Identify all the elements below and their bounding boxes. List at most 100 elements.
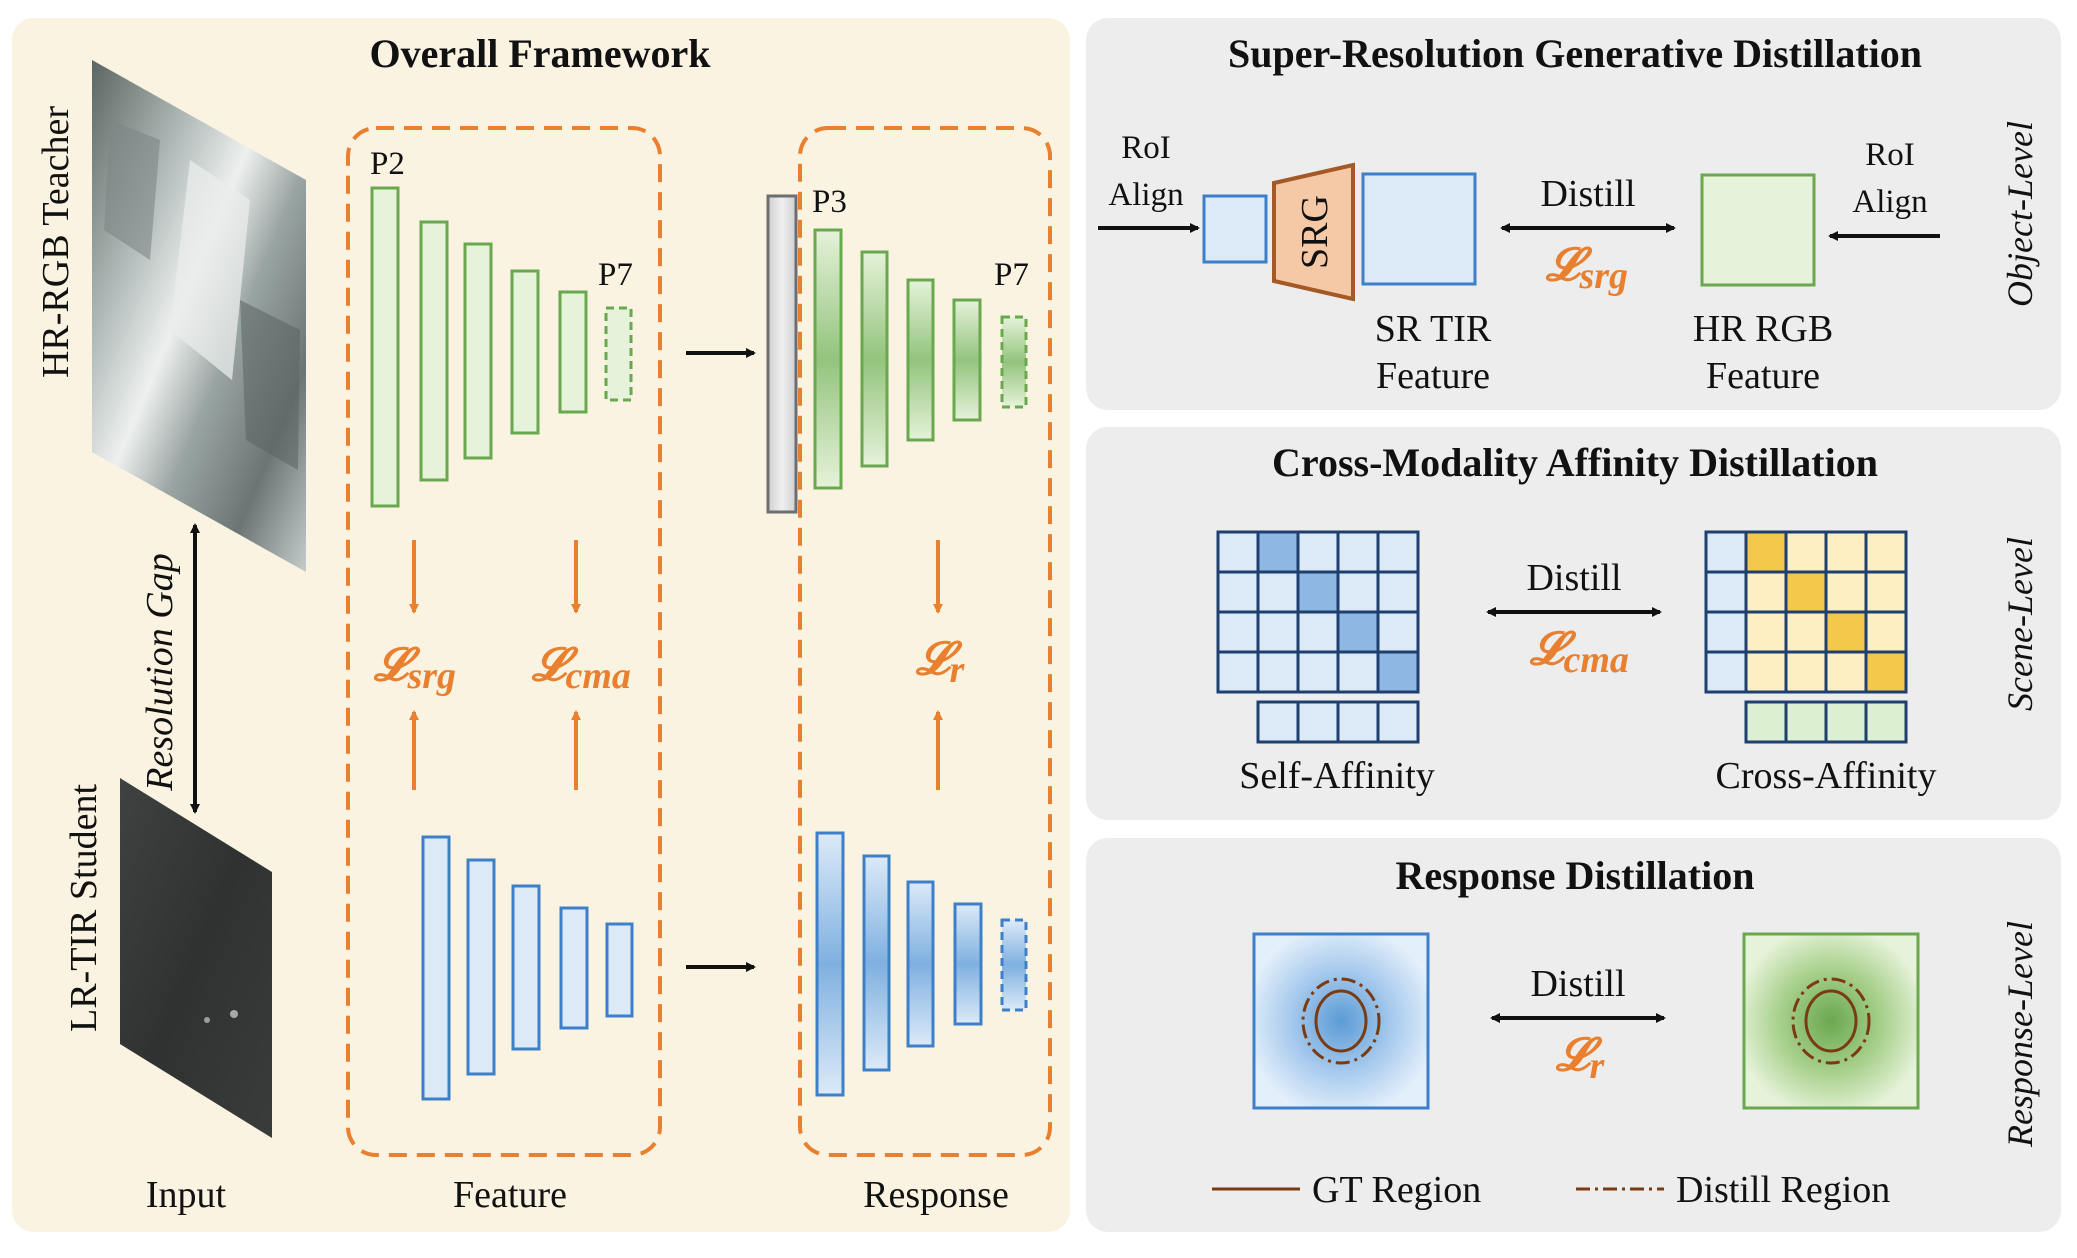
row-vector-cell xyxy=(1216,650,1260,694)
srg-side-label: Object-Level xyxy=(2000,121,2040,307)
affinity-cell xyxy=(1824,610,1868,654)
affinity-cell xyxy=(1784,610,1828,654)
self-affinity-matrix xyxy=(1216,530,1420,744)
teacher-response-map xyxy=(1742,932,1920,1110)
affinity-cell xyxy=(1296,530,1340,574)
srg-distill-label: Distill xyxy=(1540,173,1635,215)
affinity-cell xyxy=(1376,650,1420,694)
srg-title: Super-Resolution Generative Distillation xyxy=(1228,31,1922,76)
affinity-cell xyxy=(1824,530,1868,574)
column-vector-cell xyxy=(1864,700,1908,744)
input-label: Input xyxy=(146,1174,227,1216)
affinity-cell xyxy=(1784,570,1828,614)
affinity-cell xyxy=(1864,650,1908,694)
column-vector-cell xyxy=(1784,700,1828,744)
row-vector-cell xyxy=(1704,570,1748,614)
column-vector-cell xyxy=(1376,700,1420,744)
affinity-cell xyxy=(1864,610,1908,654)
cross-affinity-label: Cross-Affinity xyxy=(1716,755,1937,797)
affinity-cell xyxy=(1784,530,1828,574)
row-vector-cell xyxy=(1704,530,1748,574)
response-p7-label: P7 xyxy=(994,257,1029,293)
student-response-pyramid xyxy=(815,831,1028,1097)
affinity-cell xyxy=(1376,530,1420,574)
cma-distill-label: Distill xyxy=(1526,557,1621,599)
detection-head-bar xyxy=(766,194,798,514)
column-vector-cell xyxy=(1824,700,1868,744)
feature-dashed-box xyxy=(346,126,662,1157)
self-affinity-label: Self-Affinity xyxy=(1239,755,1435,797)
affinity-cell xyxy=(1376,570,1420,614)
legend-distill-label: Distill Region xyxy=(1676,1169,1890,1211)
student-distill-region xyxy=(1301,977,1381,1065)
affinity-cell xyxy=(1824,650,1868,694)
resolution-gap-label: Resolution Gap xyxy=(139,553,181,791)
affinity-cell xyxy=(1336,610,1380,654)
teacher-distill-region xyxy=(1791,977,1871,1065)
sr-tir-feature-box xyxy=(1361,172,1477,286)
row-vector-cell xyxy=(1216,530,1260,574)
affinity-cell xyxy=(1296,570,1340,614)
affinity-cell xyxy=(1256,650,1300,694)
response-title: Response Distillation xyxy=(1396,853,1755,898)
column-vector-cell xyxy=(1336,700,1380,744)
teacher-feature-pyramid xyxy=(370,186,633,508)
loss-cma-label: 𝓛cma xyxy=(531,639,631,697)
srg-block-label: SRG xyxy=(1294,195,1336,269)
affinity-cell xyxy=(1824,570,1868,614)
row-vector-cell xyxy=(1704,650,1748,694)
affinity-cell xyxy=(1864,570,1908,614)
cross-affinity-matrix xyxy=(1704,530,1908,744)
column-vector-cell xyxy=(1744,700,1788,744)
feature-p2-label: P2 xyxy=(370,146,405,182)
affinity-cell xyxy=(1744,570,1788,614)
affinity-cell xyxy=(1376,610,1420,654)
affinity-cell xyxy=(1256,530,1300,574)
affinity-cell xyxy=(1296,650,1340,694)
row-vector-cell xyxy=(1216,570,1260,614)
roi-feature-box xyxy=(1202,194,1268,264)
affinity-cell xyxy=(1784,650,1828,694)
overall-title: Overall Framework xyxy=(370,31,712,76)
column-vector-cell xyxy=(1256,700,1300,744)
response-label: Response xyxy=(863,1174,1009,1216)
hr-rgb-feature-box xyxy=(1700,173,1816,287)
cma-side-label: Scene-Level xyxy=(2000,537,2040,711)
affinity-cell xyxy=(1256,570,1300,614)
affinity-cell xyxy=(1744,610,1788,654)
teacher-label: HR-RGB Teacher xyxy=(35,106,77,378)
teacher-response-pyramid xyxy=(813,228,1028,490)
column-vector-cell xyxy=(1296,700,1340,744)
student-label: LR-TIR Student xyxy=(63,784,105,1032)
teacher-gt-region xyxy=(1804,989,1858,1053)
affinity-cell xyxy=(1744,650,1788,694)
srg-panel xyxy=(1086,18,2061,410)
affinity-cell xyxy=(1744,530,1788,574)
loss-srg-label: 𝓛srg xyxy=(373,639,456,697)
affinity-cell xyxy=(1296,610,1340,654)
student-response-map xyxy=(1252,932,1430,1110)
affinity-cell xyxy=(1256,610,1300,654)
response-p3-label: P3 xyxy=(812,184,847,220)
row-vector-cell xyxy=(1216,610,1260,654)
response-dashed-box xyxy=(798,126,1052,1157)
teacher-image xyxy=(92,60,306,572)
row-vector-cell xyxy=(1704,610,1748,654)
affinity-cell xyxy=(1864,530,1908,574)
feature-p7-label: P7 xyxy=(598,257,633,293)
student-gt-region xyxy=(1314,989,1368,1053)
feature-label: Feature xyxy=(453,1174,567,1216)
affinity-cell xyxy=(1336,530,1380,574)
response-side-label: Response-Level xyxy=(2000,921,2040,1148)
affinity-cell xyxy=(1336,570,1380,614)
legend-gt-label: GT Region xyxy=(1312,1169,1481,1211)
srg-block xyxy=(1272,162,1355,302)
affinity-cell xyxy=(1336,650,1380,694)
response-distill-label: Distill xyxy=(1530,963,1625,1005)
cma-title: Cross-Modality Affinity Distillation xyxy=(1272,440,1878,485)
